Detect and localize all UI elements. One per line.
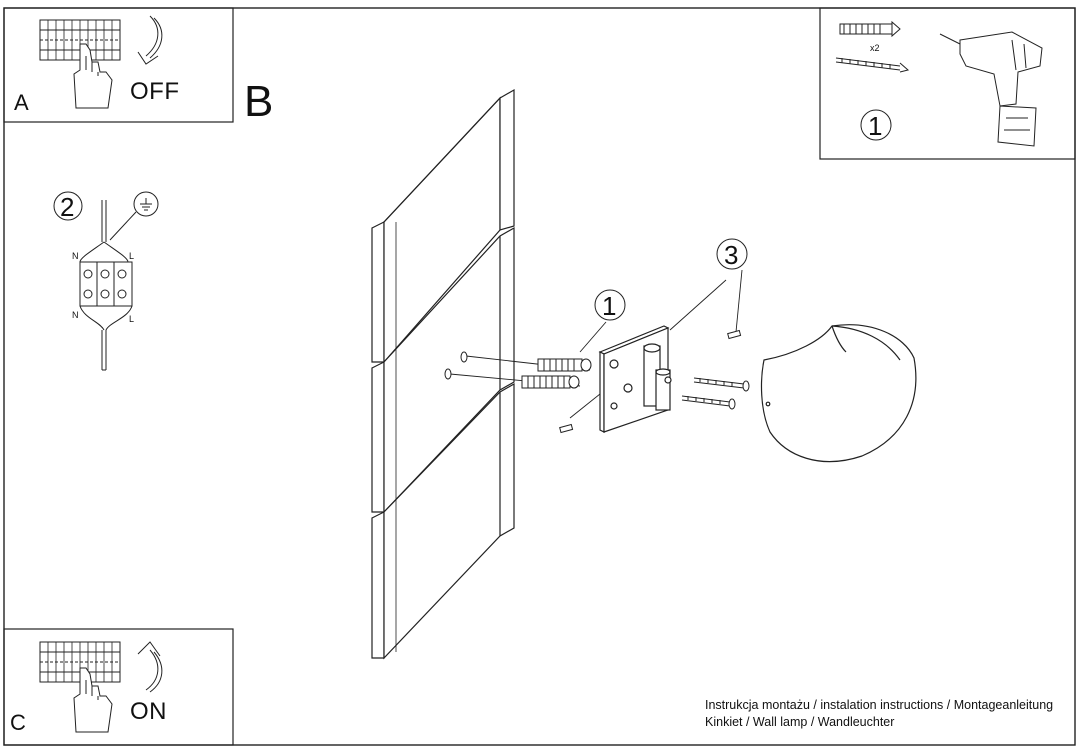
grub-screw-icon [559, 329, 742, 434]
callout-2-label: 2 [60, 192, 75, 222]
dowel-count: x2 [870, 43, 880, 53]
panel-b-letter: B [244, 77, 274, 126]
panel-a-box [3, 7, 234, 123]
callout-3-label: 3 [724, 240, 739, 270]
dowel-icon [521, 358, 592, 389]
screw-icon [835, 57, 910, 73]
dowel-icon [839, 20, 901, 38]
wiring-n-bottom: N [72, 310, 79, 320]
hand-icon [73, 43, 113, 109]
mounting-bracket [598, 325, 672, 433]
lamp-screw-icon [681, 377, 750, 410]
drill-icon [939, 31, 1043, 147]
wiring-l-top: L [129, 251, 135, 261]
breaker-panel-on [39, 641, 121, 683]
callout-1-dowel-label: 1 [602, 291, 617, 321]
arrow-down-icon [137, 15, 163, 65]
panel-c-letter: C [10, 710, 26, 735]
wiring-l-bottom: L [129, 314, 135, 324]
wiring-n-top: N [72, 251, 79, 261]
wiring-detail [53, 191, 159, 371]
footer-subtitle: Kinkiet / Wall lamp / Wandleuchter [705, 715, 895, 729]
lamp-shade [760, 324, 917, 463]
callout-1-tools-circle [860, 109, 892, 141]
diagram-frame [3, 7, 1076, 746]
footer-title: Instrukcja montażu / instalation instruc… [705, 698, 1054, 712]
tools-box [819, 7, 1076, 160]
panel-c-box [3, 628, 234, 746]
wall-panels [371, 88, 515, 660]
panel-c-on-label: ON [130, 698, 167, 725]
arrow-up-icon [137, 641, 163, 693]
panel-a-off-label: OFF [130, 78, 180, 105]
ground-icon [133, 191, 159, 217]
callout-1-tools-label: 1 [868, 111, 883, 141]
hand-icon [73, 667, 113, 733]
wall-screw-icon [444, 351, 468, 380]
callout-3-circle [716, 238, 748, 270]
callout-1-dowel-circle [594, 289, 626, 321]
callout-2-circle [53, 191, 83, 221]
panel-a-letter: A [14, 90, 29, 115]
